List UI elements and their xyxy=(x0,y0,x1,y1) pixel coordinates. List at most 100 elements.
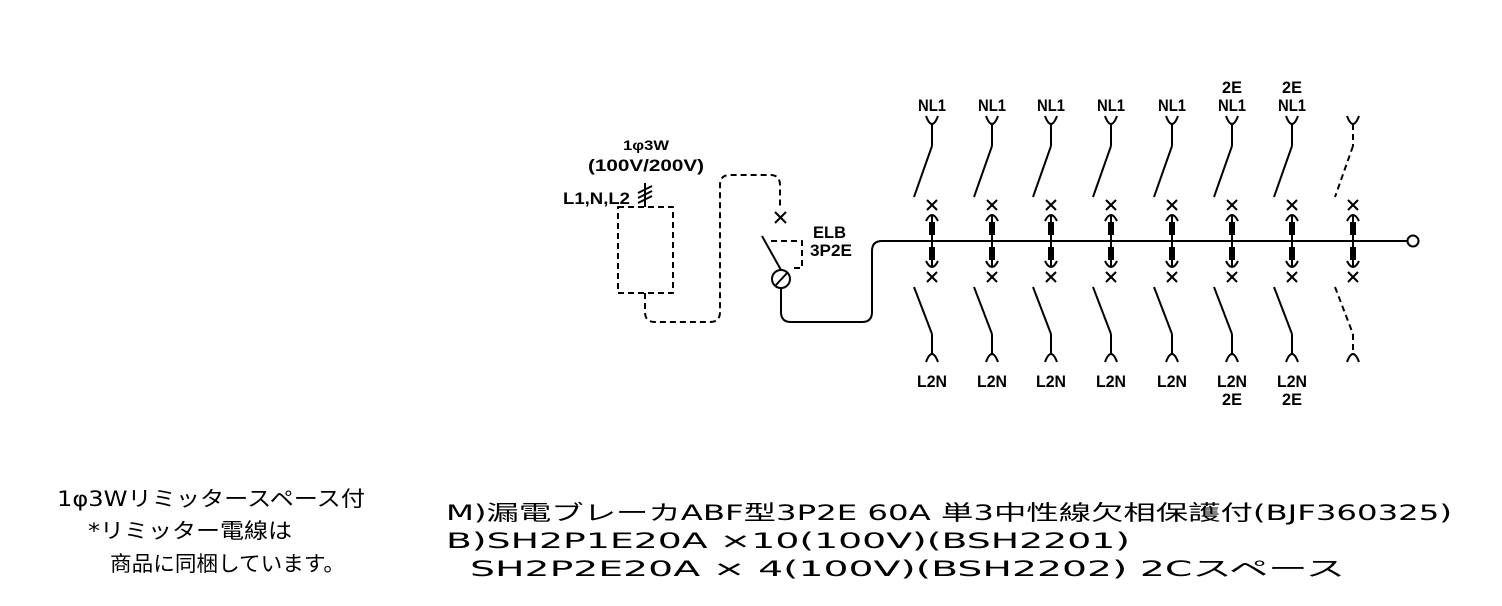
bottom-terminal-icon xyxy=(1225,353,1239,363)
limiter-notes: 1φ3Wリミッタースペース付 *リミッター電線は 商品に同梱しています。 xyxy=(57,487,365,576)
elb-blade xyxy=(761,235,782,271)
upper-blade xyxy=(1273,145,1293,198)
contact-x-icon xyxy=(1166,271,1178,283)
top-terminal-icon xyxy=(985,115,999,125)
branch-bottom-label: L2N xyxy=(977,372,1007,391)
branch-top-extra-label: 2E xyxy=(1222,78,1242,97)
branch-top-extra-label: 2E xyxy=(1282,78,1302,97)
note-line-3: 商品に同梱しています。 xyxy=(110,552,345,576)
branch-bottom-label: L2N xyxy=(917,372,947,391)
main-elb: ELB 3P2E xyxy=(761,211,852,289)
bottom-terminal-icon xyxy=(985,353,999,363)
contact-x-icon xyxy=(926,271,938,283)
lower-blade xyxy=(973,286,993,335)
branch-top-label: NL1 xyxy=(978,96,1006,115)
upper-bus-connector xyxy=(929,222,935,235)
upper-blade xyxy=(973,145,993,198)
spec-line-branch-2: SH2P2E20A × 4(100V)(BSH2202) 2Cスペース xyxy=(470,557,1345,581)
lower-blade xyxy=(1032,286,1052,335)
elb-trip-link xyxy=(771,240,803,269)
specification-block: M)漏電ブレーカABF型3P2E 60A 単3中性線欠相保護付(BJF36032… xyxy=(446,501,1452,581)
leakage-detector-slash xyxy=(774,271,789,287)
lower-contact-arc xyxy=(1346,260,1360,268)
upper-blade xyxy=(1092,145,1112,198)
lower-contact-arc xyxy=(1165,260,1179,268)
bus-end-terminal-icon xyxy=(1406,234,1420,248)
branch-top-label: NL1 xyxy=(918,96,946,115)
top-terminal-icon xyxy=(1285,115,1299,125)
lower-bus-connector xyxy=(1350,247,1356,260)
contact-x-icon xyxy=(1105,271,1117,283)
limiter-wiring xyxy=(644,174,781,323)
lower-contact-arc xyxy=(985,260,999,268)
branch-bottom-label: L2N xyxy=(1096,372,1126,391)
bottom-terminal-icon xyxy=(1044,353,1058,363)
upper-bus-connector xyxy=(1048,222,1054,235)
lower-blade xyxy=(1092,286,1112,335)
top-terminal-icon xyxy=(1346,115,1360,125)
supply-section: 1φ3W (100V/200V) L1,N,L2 xyxy=(563,137,781,323)
three-wire-tick-icon xyxy=(637,183,653,207)
bottom-terminal-icon xyxy=(1285,353,1299,363)
limiter-space-box xyxy=(617,206,674,294)
bottom-terminal-icon xyxy=(1346,353,1360,363)
lower-bus-connector xyxy=(1289,247,1295,260)
top-terminal-icon xyxy=(925,115,939,125)
supply-conductors-label: L1,N,L2 xyxy=(563,189,630,208)
branch-top-label: NL1 xyxy=(1097,96,1125,115)
contact-x-icon xyxy=(1347,199,1359,211)
lower-bus-connector xyxy=(929,247,935,260)
spare-breaker xyxy=(1334,115,1360,363)
bottom-terminal-icon xyxy=(1165,353,1179,363)
lower-bus-connector xyxy=(1169,247,1175,260)
lower-blade xyxy=(1334,286,1354,335)
upper-bus-connector xyxy=(1350,222,1356,235)
contact-x-icon xyxy=(1286,271,1298,283)
contact-x-icon xyxy=(774,211,787,224)
branch-bottom-label: L2N xyxy=(1036,372,1066,391)
branch-bottom-label: L2N xyxy=(1217,372,1247,391)
lower-blade xyxy=(1213,286,1233,335)
elb-label: ELB xyxy=(813,223,846,242)
contact-x-icon xyxy=(1226,199,1238,211)
supply-system-label: 1φ3W xyxy=(623,137,670,153)
spec-line-branch-1: B)SH2P1E20A ×10(100V)(BSH2201) xyxy=(446,529,1130,553)
upper-blade xyxy=(1032,145,1052,198)
lower-contact-arc xyxy=(1285,260,1299,268)
top-terminal-icon xyxy=(1165,115,1179,125)
branch-top-label: NL1 xyxy=(1158,96,1186,115)
branch-bottom-label: L2N xyxy=(1157,372,1187,391)
contact-x-icon xyxy=(926,199,938,211)
upper-bus-connector xyxy=(1108,222,1114,235)
contact-x-icon xyxy=(986,271,998,283)
contact-x-icon xyxy=(1226,271,1238,283)
lower-bus-connector xyxy=(1048,247,1054,260)
upper-blade xyxy=(1213,145,1233,198)
lower-contact-arc xyxy=(1044,260,1058,268)
lower-blade xyxy=(1273,286,1293,335)
lower-blade xyxy=(913,286,933,335)
branch-bottom-label: L2N xyxy=(1277,372,1307,391)
note-line-1: 1φ3Wリミッタースペース付 xyxy=(57,487,365,511)
lower-bus-connector xyxy=(1108,247,1114,260)
lower-contact-arc xyxy=(925,260,939,268)
branch-top-label: NL1 xyxy=(1218,96,1246,115)
upper-bus-connector xyxy=(1289,222,1295,235)
lower-blade xyxy=(1153,286,1173,335)
contact-x-icon xyxy=(1166,199,1178,211)
contact-x-icon xyxy=(1286,199,1298,211)
lower-contact-arc xyxy=(1104,260,1118,268)
contact-x-icon xyxy=(1045,271,1057,283)
upper-blade xyxy=(913,145,933,198)
bottom-terminal-icon xyxy=(925,353,939,363)
branch-bottom-extra-label: 2E xyxy=(1282,390,1302,409)
contact-x-icon xyxy=(986,199,998,211)
lower-bus-connector xyxy=(989,247,995,260)
branch-top-label: NL1 xyxy=(1278,96,1306,115)
